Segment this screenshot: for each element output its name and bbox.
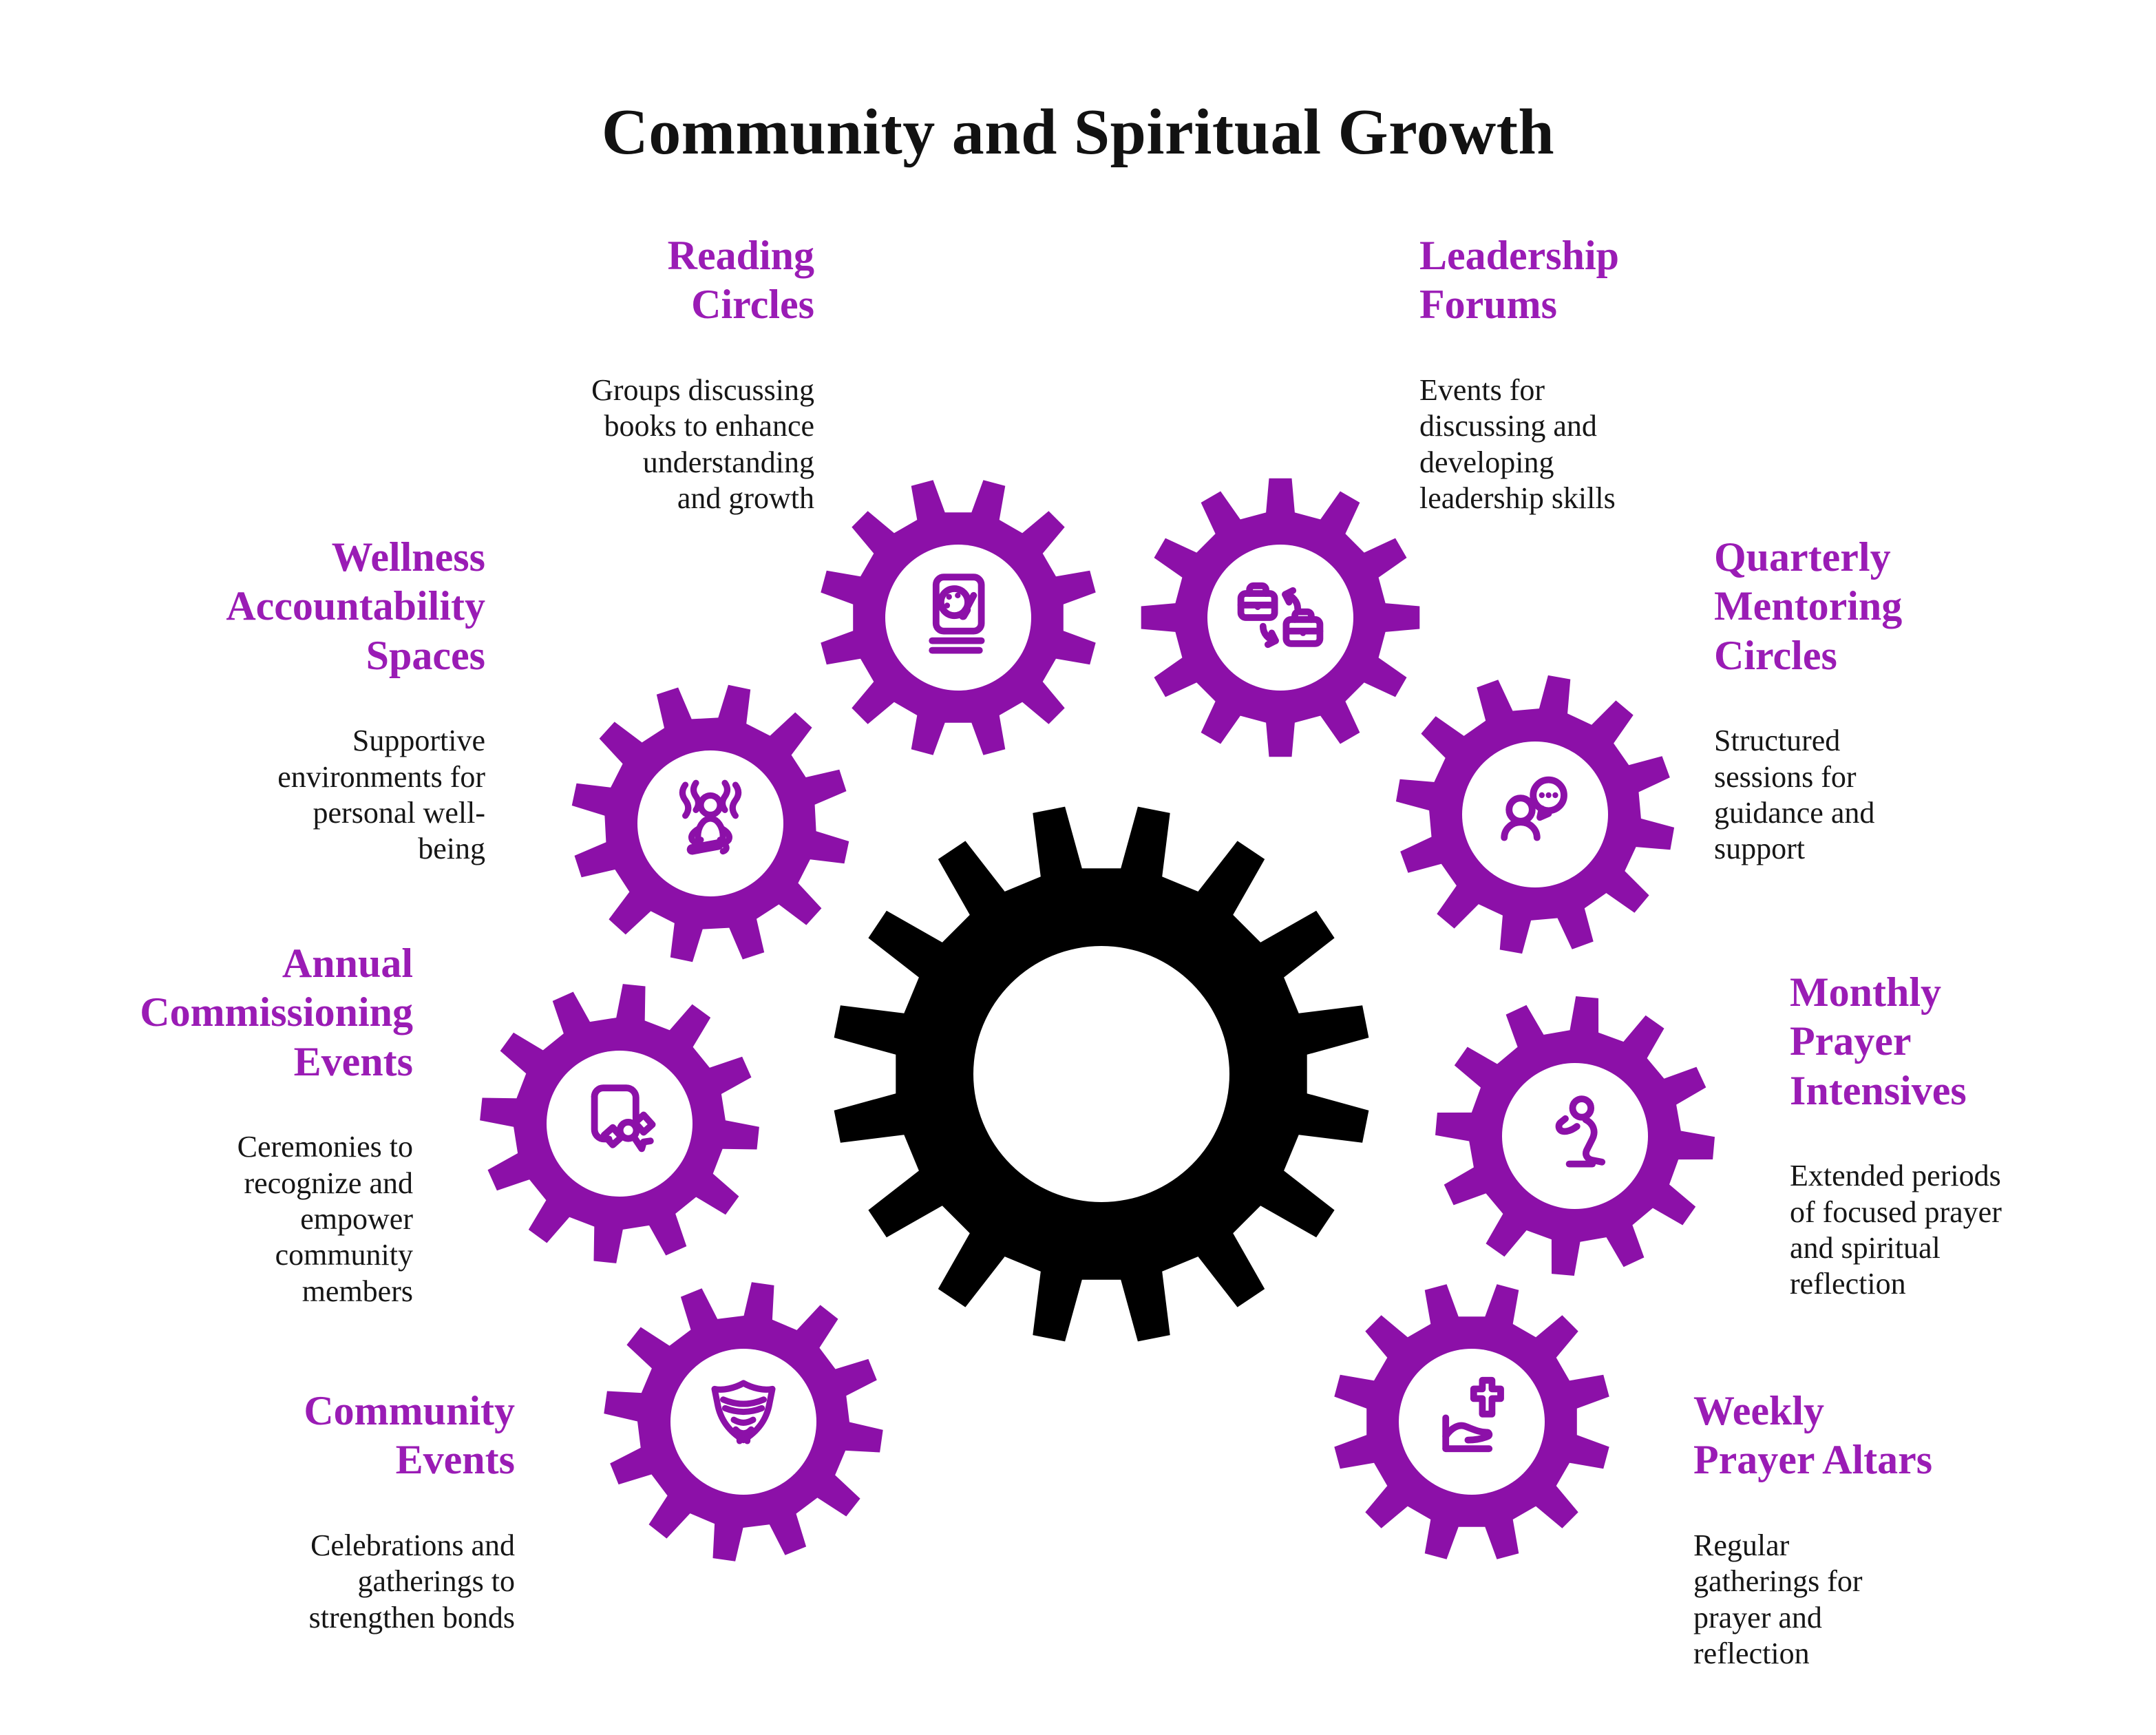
- item-description-quarterly-mentoring-circles: Structured sessions for guidance and sup…: [1714, 724, 1875, 866]
- community-events-gear: [604, 1282, 883, 1562]
- item-heading-weekly-prayer-altars: Weekly Prayer Altars: [1693, 1388, 1933, 1483]
- label-block-annual-commissioning-events: Annual Commissioning Events Ceremonies t…: [69, 927, 413, 1322]
- center-gear: [834, 806, 1369, 1342]
- item-heading-monthly-prayer-intensives: Monthly Prayer Intensives: [1790, 969, 1967, 1113]
- item-heading-community-events: Community Events: [304, 1388, 515, 1483]
- item-description-monthly-prayer-intensives: Extended periods of focused prayer and s…: [1790, 1159, 2002, 1301]
- item-heading-leadership-forums: Leadership Forums: [1419, 233, 1620, 328]
- item-description-annual-commissioning-events: Ceremonies to recognize and empower comm…: [237, 1130, 413, 1308]
- label-block-quarterly-mentoring-circles: Quarterly Mentoring Circles Structured s…: [1714, 520, 2072, 880]
- item-description-weekly-prayer-altars: Regular gatherings for prayer and reflec…: [1693, 1528, 1863, 1670]
- item-heading-reading-circles: Reading Circles: [667, 233, 814, 328]
- leadership-forums-gear: [1141, 478, 1420, 757]
- item-heading-quarterly-mentoring-circles: Quarterly Mentoring Circles: [1714, 534, 1903, 678]
- monthly-prayer-intensives-gear: [1435, 996, 1715, 1276]
- label-block-monthly-prayer-intensives: Monthly Prayer Intensives Extended perio…: [1790, 956, 2148, 1315]
- label-block-community-events: Community Events Celebrations and gather…: [171, 1374, 515, 1648]
- label-block-wellness-accountability-spaces: Wellness Accountability Spaces Supportiv…: [141, 520, 485, 880]
- item-description-community-events: Celebrations and gatherings to strengthe…: [308, 1528, 515, 1634]
- item-heading-annual-commissioning-events: Annual Commissioning Events: [140, 940, 413, 1084]
- label-block-weekly-prayer-altars: Weekly Prayer Altars Regular gatherings …: [1693, 1374, 2051, 1684]
- item-description-wellness-accountability-spaces: Supportive environments for personal wel…: [277, 724, 485, 866]
- wellness-accountability-spaces-gear: [571, 684, 849, 963]
- label-block-reading-circles: Reading Circles Groups discussing books …: [470, 219, 814, 529]
- reading-circles-gear: [821, 480, 1096, 755]
- item-description-leadership-forums: Events for discussing and developing lea…: [1419, 372, 1616, 515]
- page-title: Community and Spiritual Growth: [601, 96, 1555, 168]
- label-block-leadership-forums: Leadership Forums Events for discussing …: [1419, 219, 1777, 529]
- annual-commissioning-events-gear: [480, 984, 759, 1263]
- item-description-reading-circles: Groups discussing books to enhance under…: [591, 372, 814, 515]
- quarterly-mentoring-circles-gear: [1395, 675, 1675, 954]
- item-heading-wellness-accountability-spaces: Wellness Accountability Spaces: [226, 534, 485, 678]
- weekly-prayer-altars-gear: [1334, 1284, 1609, 1559]
